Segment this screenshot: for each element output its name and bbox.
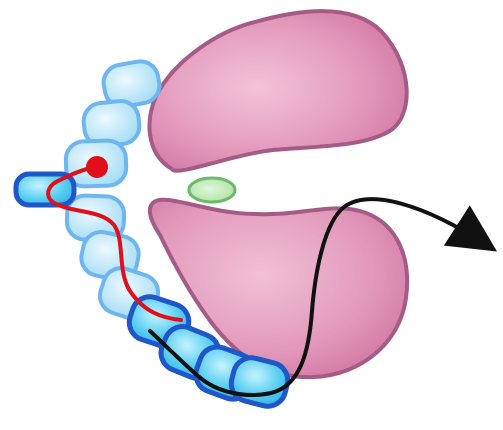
center-channel: [189, 178, 235, 202]
red-origin-dot: [86, 156, 108, 178]
upper-lobe: [150, 11, 407, 171]
light-bead-chain: [65, 59, 163, 325]
